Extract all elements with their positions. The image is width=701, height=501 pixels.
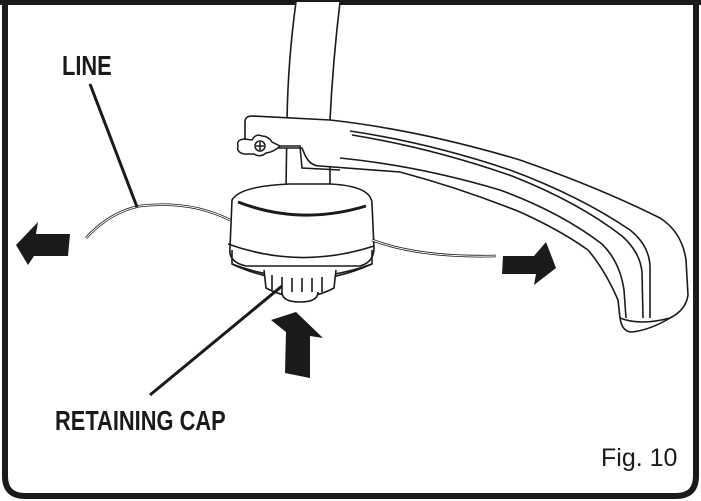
retaining-cap xyxy=(263,269,337,303)
line-callout-label: LINE xyxy=(62,50,112,81)
push-cap-up-arrow xyxy=(271,312,323,378)
wing-bolt xyxy=(236,134,341,171)
pull-line-left-arrow xyxy=(16,222,70,265)
line-leader xyxy=(88,83,139,208)
guard xyxy=(244,115,689,333)
figure-caption: Fig. 10 xyxy=(601,444,678,472)
trimmer-head xyxy=(227,183,375,281)
retaining-cap-callout-label: RETAINING CAP xyxy=(55,405,226,436)
pull-line-right-arrow xyxy=(502,242,556,285)
retaining-cap-leader xyxy=(149,284,283,397)
